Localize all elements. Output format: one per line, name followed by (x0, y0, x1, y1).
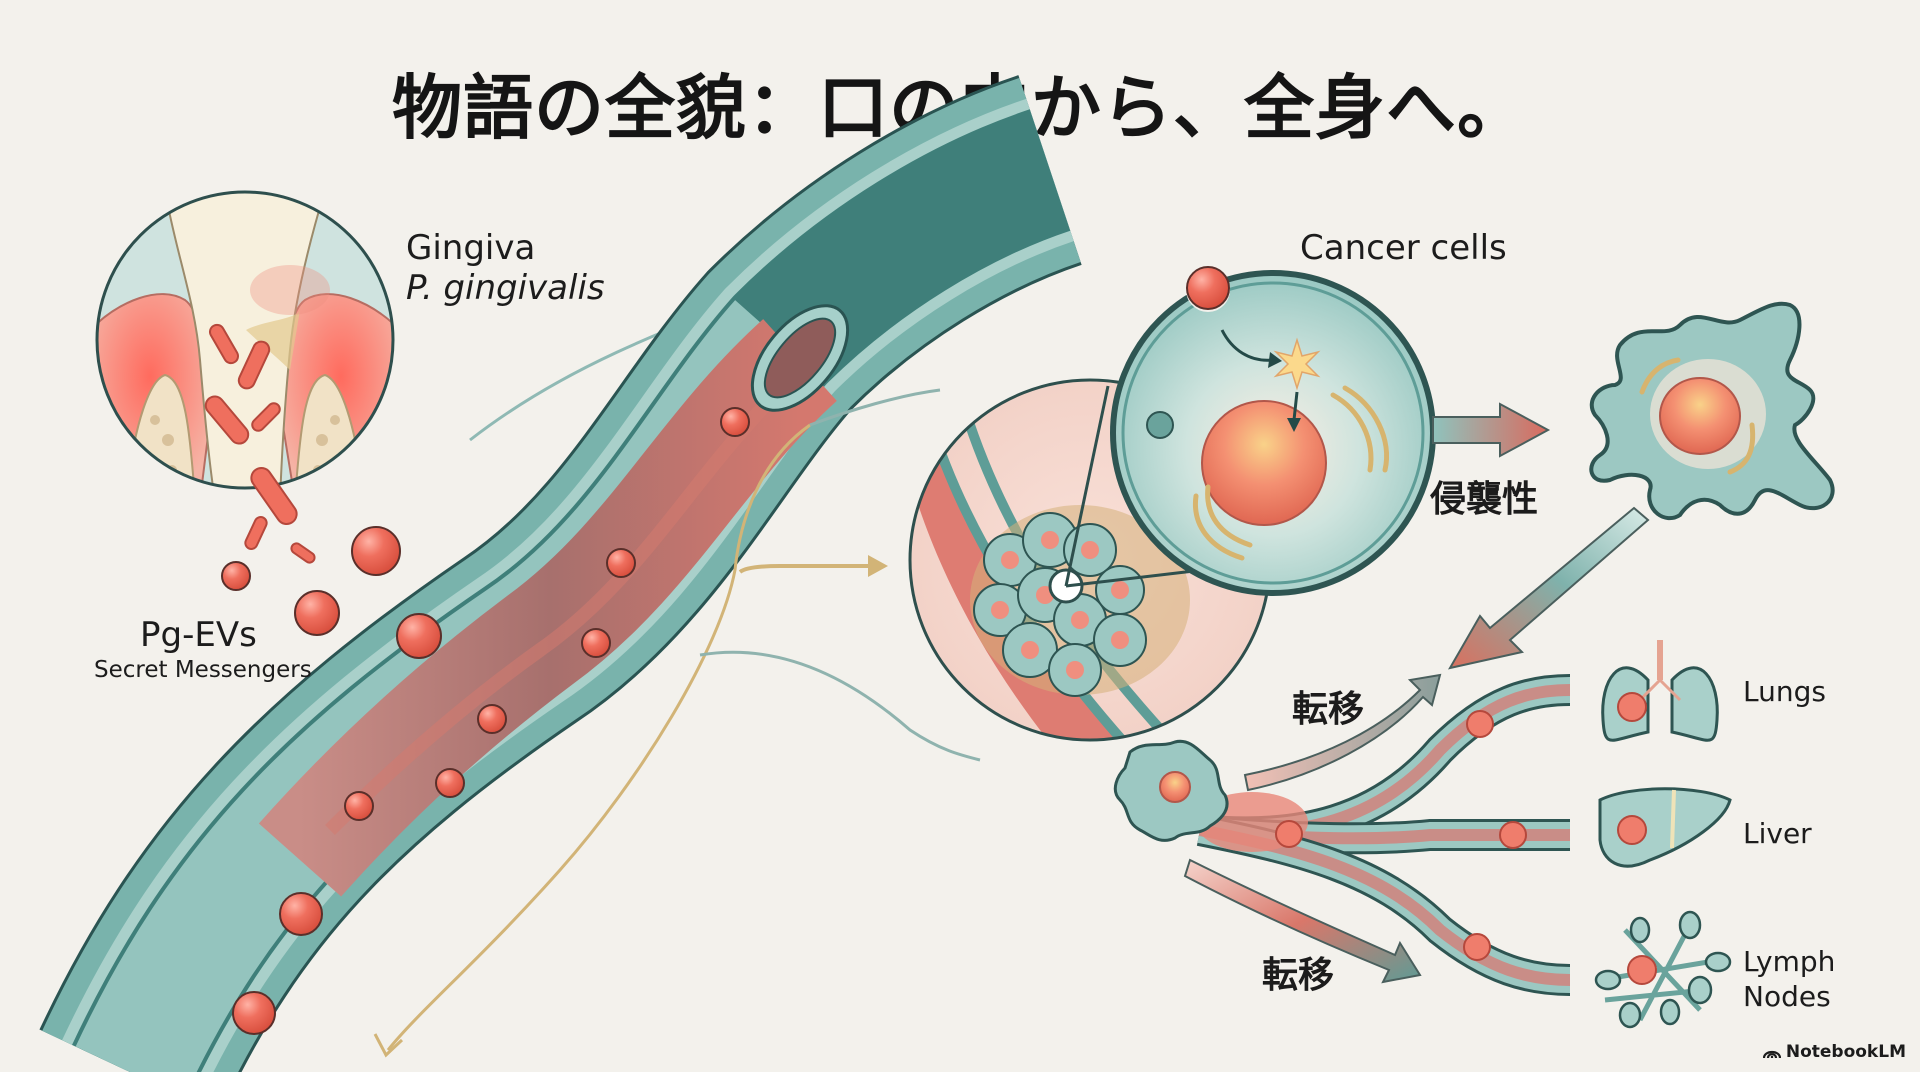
branching-vessels (1196, 674, 1571, 996)
gingiva-label: Gingiva (406, 228, 536, 268)
metastasis-label-upper: 転移 (1292, 689, 1365, 730)
bacteria-release (244, 466, 316, 564)
bacteria-label: P. gingivalis (406, 268, 605, 308)
notebooklm-logo-icon (1762, 1050, 1781, 1059)
migration-arrow (1447, 506, 1650, 670)
blood-vessel (39, 75, 1083, 1072)
vessel-evs (232, 407, 750, 1035)
organ-label-lymph: Lymph (1743, 945, 1836, 978)
metastasis-arrow-lower (1183, 858, 1422, 984)
lymph-nodes-icon (1594, 910, 1732, 1029)
gold-pathway (386, 423, 811, 1051)
extravasating-cell (1113, 739, 1229, 842)
metastasis-arrow-upper (1243, 673, 1442, 792)
cancer-cells-label: Cancer cells (1300, 228, 1507, 268)
invasiveness-arrow (1432, 402, 1551, 458)
organ-label-lungs: Lungs (1743, 675, 1826, 708)
invasiveness-label: 侵襲性 (1430, 479, 1539, 520)
evs-label: Pg-EVs (140, 615, 257, 655)
metastasis-label-lower: 転移 (1262, 955, 1335, 996)
free-evs (221, 526, 442, 659)
organ-label-nodes: Nodes (1743, 980, 1831, 1013)
evs-sublabel: Secret Messengers (94, 657, 312, 683)
liver-icon (1598, 787, 1732, 868)
signal-burst-icon (1273, 337, 1321, 391)
cancer-cell-detail (1110, 266, 1436, 596)
gingiva-illustration (95, 190, 395, 490)
brand-label: NotebookLM (1785, 1042, 1906, 1062)
organ-label-liver: Liver (1743, 817, 1812, 850)
lungs-icon (1601, 640, 1719, 742)
notebooklm-brand: NotebookLM (1762, 1042, 1906, 1062)
invasive-cancer-cell (1589, 301, 1835, 521)
